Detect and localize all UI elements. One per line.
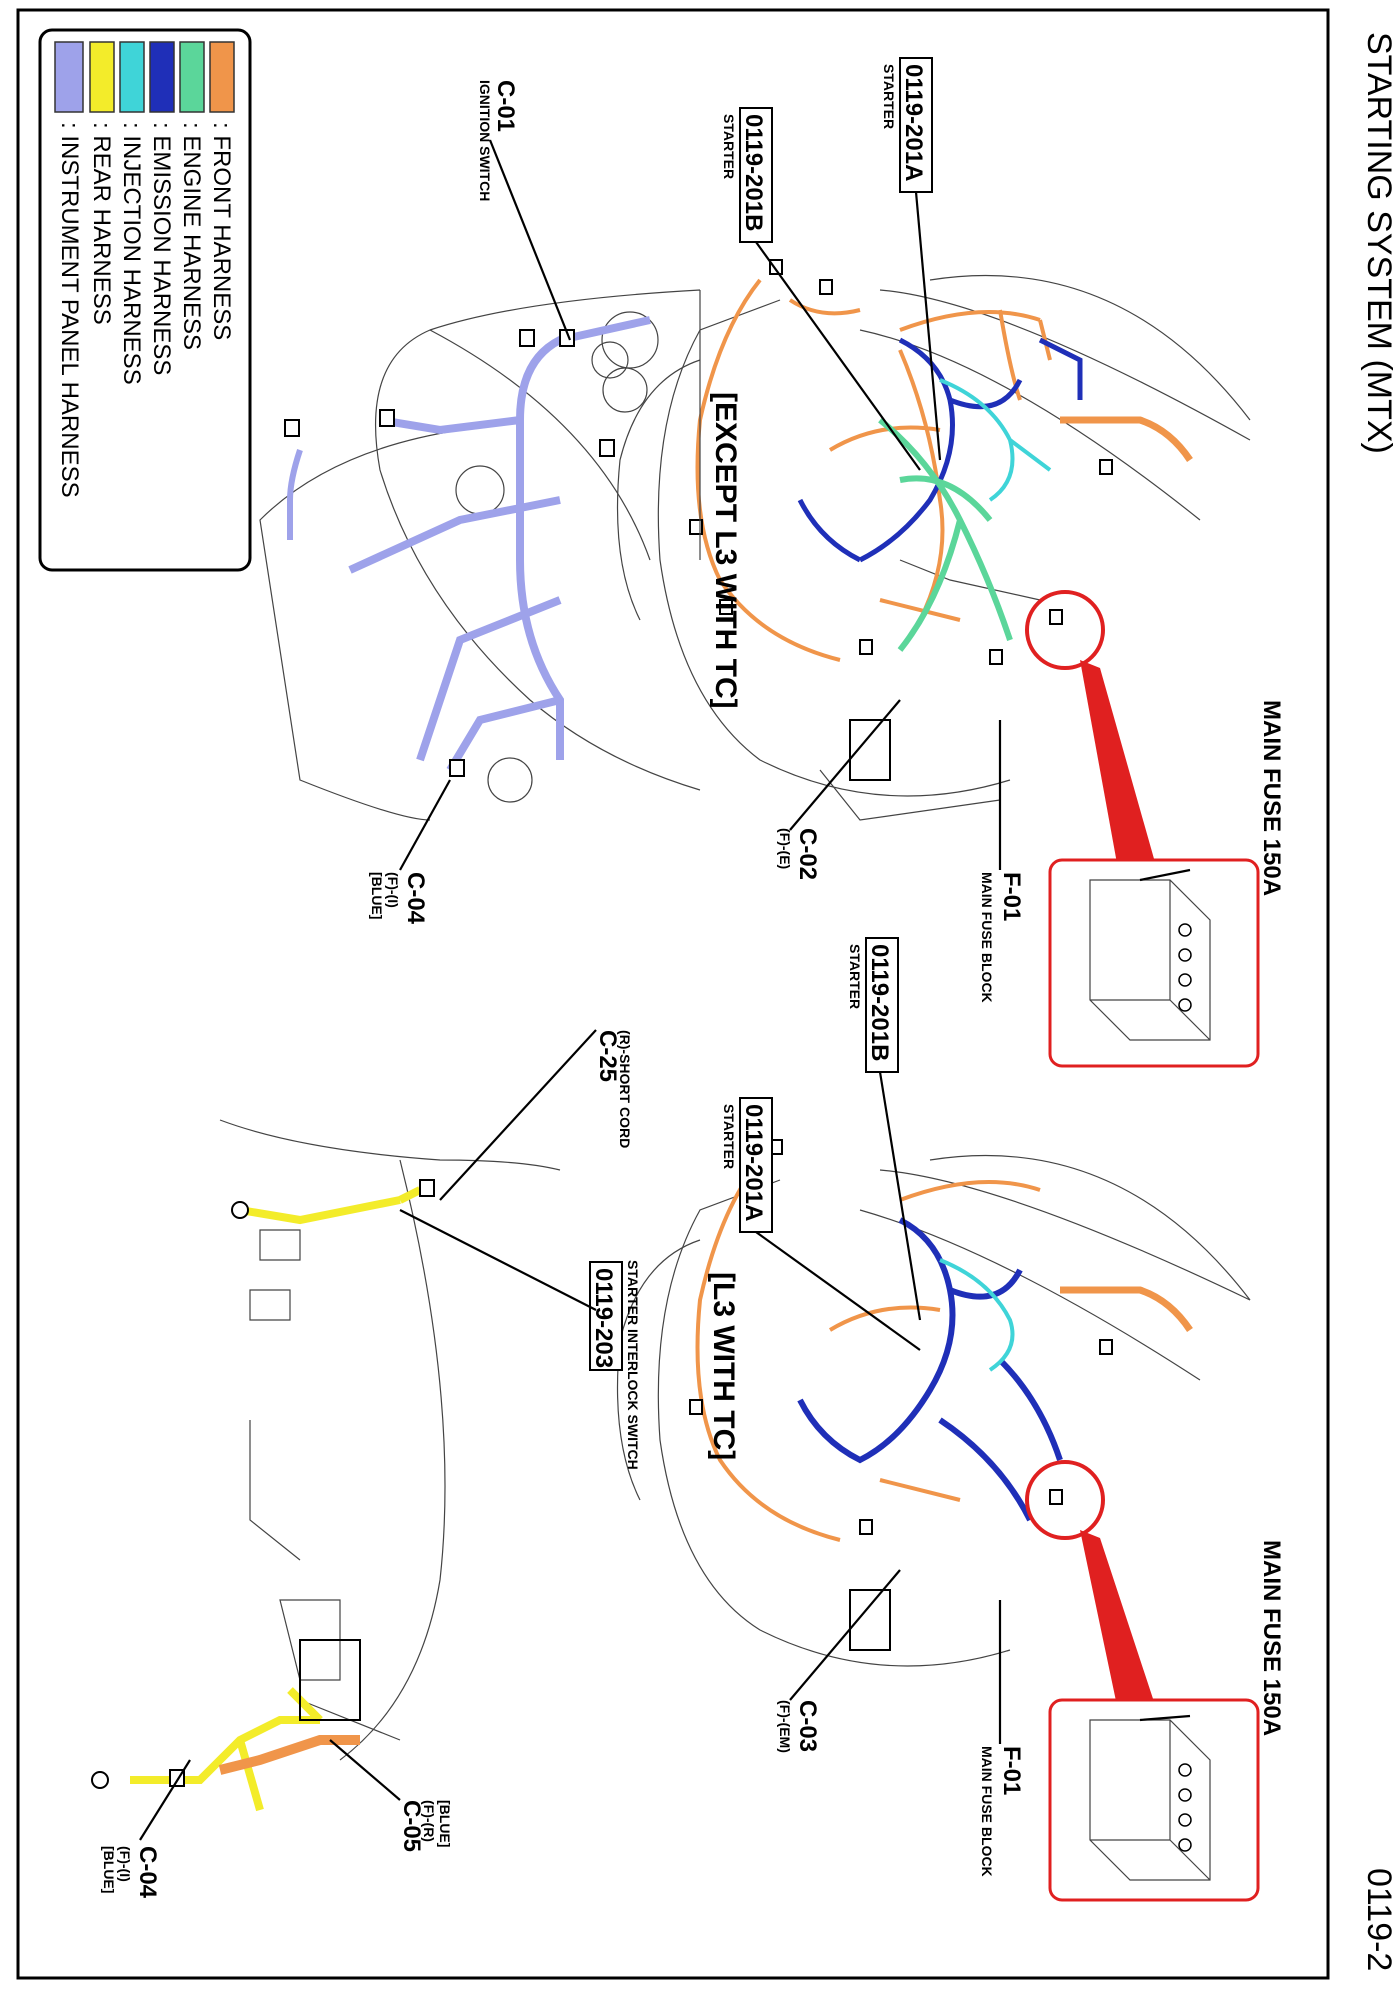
legend-swatch-front [209,41,235,113]
starter-label-2: STARTER [721,114,737,179]
fuse-block-f01-a [849,719,891,781]
connector-c04-a-desc1: (F)-(I) [385,872,401,908]
connector-c04-a-desc2: [BLUE] [369,872,385,919]
ref-0119-203[interactable]: 0119-203 [590,1268,617,1368]
connector-c04-b-desc1: (F)-(I) [117,1846,133,1882]
connector-c25-label: C-25 [594,1030,621,1082]
legend-swatch-injection [119,41,145,113]
main-fuse-label-2: MAIN FUSE 150A [1258,1540,1285,1736]
main-fuse-callout-beam-1 [1080,660,1160,880]
fuse-block-f01-b-label: F-01 [998,1746,1025,1795]
ref-0119-201b-bottom[interactable]: 0119-201B [866,944,893,1061]
main-fuse-zoom-box-1 [1048,858,1260,1068]
rear-harness-area [91,1119,561,1812]
legend-label-front: : FRONT HARNESS [208,122,235,340]
connector-c03-label: C-03 [794,1700,821,1752]
harness-legend: : FRONT HARNESS : ENGINE HARNESS : EMISS… [38,28,252,572]
section-heading-l3: [L3 WITH TC] [707,1272,740,1460]
legend-label-instrument: : INSTRUMENT PANEL HARNESS [56,122,83,498]
main-fuse-callout-beam-2 [1080,1530,1160,1720]
connector-c04-b-desc2: [BLUE] [101,1846,117,1893]
connector-c04-a-label: C-04 [402,872,429,925]
connector-c02-desc: (F)-(E) [777,828,793,869]
engine-bay-except-l3 [616,259,1260,1068]
ref-0119-201a-bottom[interactable]: 0119-201A [740,1104,767,1221]
fuse-block-f01-a-desc: MAIN FUSE BLOCK [979,872,995,1003]
legend-swatch-engine [179,41,205,113]
legend-swatch-emission [149,41,175,113]
legend-label-emission: : EMISSION HARNESS [148,122,175,375]
connector-c05-desc2: [BLUE] [437,1800,453,1847]
connector-c01-desc: IGNITION SWITCH [477,80,493,201]
main-fuse-highlight-circle-2 [1025,1460,1105,1540]
connector-c05-label: C-05 [398,1800,425,1852]
engine-bay-l3 [616,1139,1260,1902]
connector-c01-label: C-01 [492,80,519,132]
main-fuse-highlight-circle-1 [1025,590,1105,670]
page-frame [16,8,1330,1980]
section-heading-except-l3: [EXCEPT L3 WITH TC] [709,392,742,709]
ref-0119-201a-top[interactable]: 0119-201A [900,64,927,181]
starter-interlock-switch-label: STARTER INTERLOCK SWITCH [625,1260,641,1470]
fuse-block-f01-b [849,1589,891,1651]
starter-label-4: STARTER [721,1104,737,1169]
legend-label-rear: : REAR HARNESS [88,122,115,325]
main-fuse-label-1: MAIN FUSE 150A [1258,700,1285,896]
connector-c04-b-label: C-04 [134,1846,161,1899]
instrument-panel-except-l3 [259,289,701,821]
legend-swatch-instrument [54,41,84,113]
fuse-block-f01-b-desc: MAIN FUSE BLOCK [979,1746,995,1877]
connector-c02-label: C-02 [794,828,821,880]
starter-label-3: STARTER [847,944,863,1009]
leader-lines [139,139,1191,1841]
starter-label-1: STARTER [881,64,897,129]
legend-label-injection: : INJECTION HARNESS [118,122,145,385]
legend-swatch-rear [89,41,115,113]
connector-c03-desc: (F)-(EM) [777,1700,793,1753]
main-fuse-zoom-box-2 [1048,1698,1260,1902]
connector-c25-desc: (R)-SHORT CORD [617,1030,633,1148]
fuse-block-f01-a-label: F-01 [998,872,1025,921]
page-number: 0119-2 [1360,1868,1398,1971]
page-title: STARTING SYSTEM (MTX) [1360,32,1398,454]
connector-c05-desc1: (F)-(R) [421,1800,437,1842]
ref-0119-201b-top[interactable]: 0119-201B [740,114,767,231]
legend-label-engine: : ENGINE HARNESS [178,122,205,350]
